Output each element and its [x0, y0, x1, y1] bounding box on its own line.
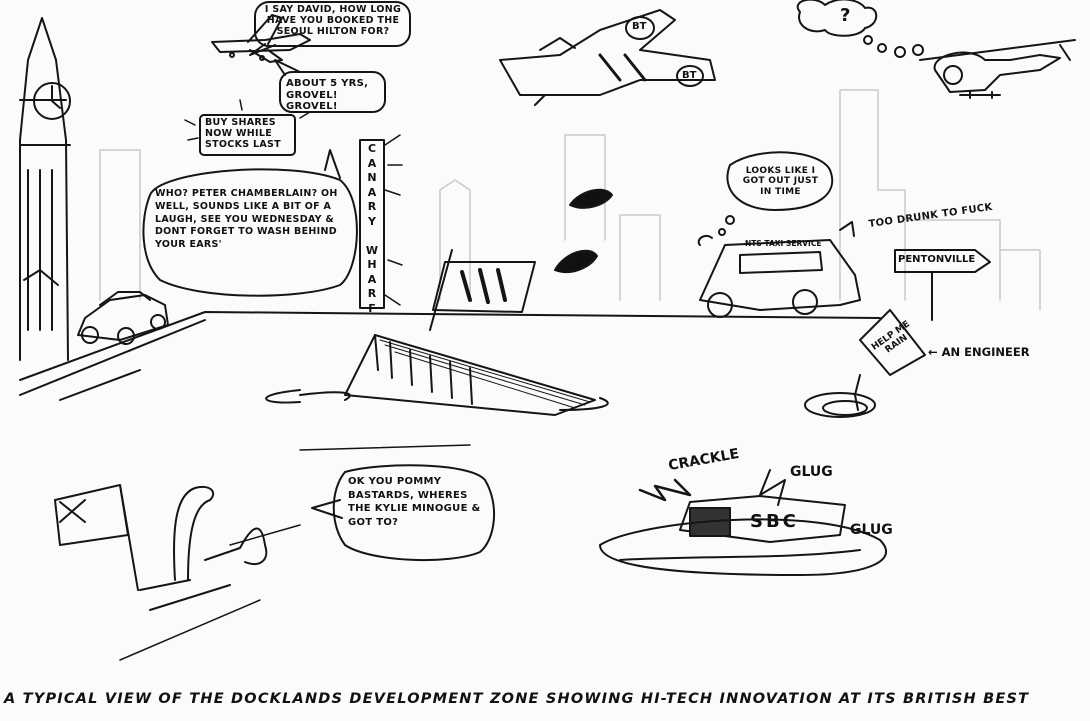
thought-cloud	[796, 0, 924, 58]
speech-bubbles	[142, 1, 833, 562]
taxi-service-label: NTS TAXI SERVICE	[745, 239, 822, 248]
shoes	[554, 188, 613, 274]
bubble-chamberlain	[142, 168, 358, 297]
ground-lines	[119, 444, 471, 661]
canary-wharf-sign	[359, 139, 385, 309]
cartoon-caption: A typical view of the Docklands developm…	[4, 691, 1030, 707]
glug-label-2: GLUG	[850, 522, 893, 538]
taxi-speech: Looks like I got out just in time	[742, 166, 819, 197]
clock-face	[33, 82, 71, 120]
shares-speech: Buy shares now while stocks last	[205, 117, 281, 150]
bubble-kylie	[332, 464, 496, 562]
reply-speech: About 5 yrs, grovel! grovel!	[286, 78, 369, 112]
bt-logo	[625, 16, 655, 40]
engineer-label: ← AN ENGINEER	[928, 345, 1030, 359]
bt-label-1: BT	[632, 21, 647, 32]
big-ben-tower	[19, 17, 71, 361]
sbc-label: SBC	[750, 511, 799, 532]
bent-pipes	[139, 486, 268, 611]
helicopter	[919, 39, 1076, 99]
pentonville-sign	[894, 249, 991, 321]
bubble-taxi	[726, 151, 833, 211]
plane-speech: I say David, how long have you booked th…	[264, 4, 402, 37]
thought-question: ?	[840, 5, 851, 26]
burst-marks	[184, 99, 403, 306]
pentonville-label: PENTONVILLE	[898, 254, 976, 265]
vintage-car	[77, 291, 169, 345]
drowning-engineer	[804, 309, 926, 418]
background-skyline	[99, 89, 1041, 311]
sinking-building	[265, 334, 609, 416]
kylie-speech: OK you Pommy bastards, wheres the Kylie …	[348, 476, 481, 528]
glug-label-1: GLUG	[790, 464, 833, 480]
bt-label-2: BT	[682, 70, 697, 81]
bt-logo	[676, 65, 704, 87]
flag-pole	[429, 249, 536, 331]
bubble-shares	[199, 114, 296, 156]
chamberlain-speech: Who? Peter Chamberlain? Oh well, sounds …	[155, 188, 338, 251]
riverbank	[19, 311, 881, 401]
bubble-reply	[279, 71, 386, 113]
sinking-tv	[599, 469, 887, 576]
bubble-plane	[254, 1, 411, 47]
bt-plane	[499, 9, 716, 106]
australian-flag	[54, 484, 139, 591]
taxi-van	[697, 221, 861, 318]
